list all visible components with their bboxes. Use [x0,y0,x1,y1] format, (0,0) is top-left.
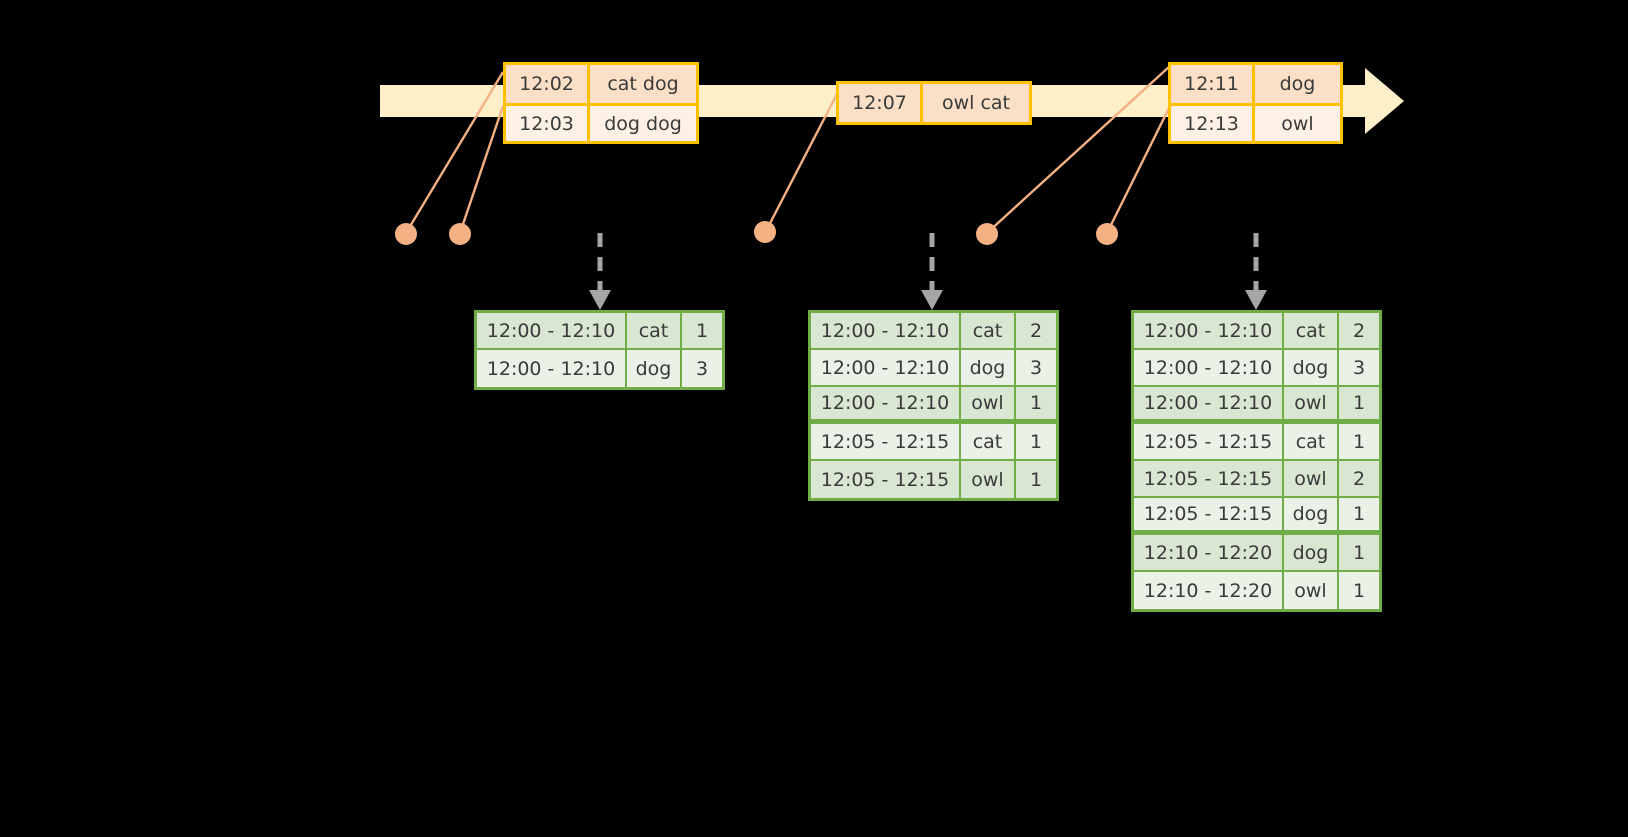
count-cell: 1 [1339,424,1379,459]
window-cell: 12:00 - 12:10 [1134,350,1284,385]
count-cell: 3 [1339,350,1379,385]
event-connector-lines [404,65,1172,234]
event-value: owl [1255,106,1340,141]
emit-arrows [597,233,1259,292]
event-dot-1213 [1096,223,1118,245]
event-dots [395,221,1118,245]
key-cell: cat [1284,424,1339,459]
count-cell: 1 [1339,572,1379,609]
key-cell: cat [961,424,1016,459]
count-cell: 2 [1339,313,1379,348]
event-dot-1203 [449,223,471,245]
window-cell: 12:10 - 12:20 [1134,572,1284,609]
key-cell: owl [961,387,1016,419]
key-cell: dog [1284,350,1339,385]
event-time: 12:03 [506,106,590,141]
key-cell: cat [627,313,682,348]
window-cell: 12:05 - 12:15 [811,424,961,459]
window-cell: 12:00 - 12:10 [477,313,627,348]
window-cell: 12:00 - 12:10 [1134,313,1284,348]
event-dot-1211 [976,223,998,245]
key-cell: owl [961,461,1016,498]
window-cell: 12:05 - 12:15 [1134,424,1284,459]
window-cell: 12:00 - 12:10 [477,350,627,387]
count-cell: 1 [1016,461,1056,498]
event-time: 12:07 [839,84,923,122]
event-time: 12:02 [506,65,590,103]
key-cell: dog [1284,498,1339,530]
key-cell: cat [1284,313,1339,348]
key-cell: owl [1284,572,1339,609]
count-cell: 1 [1016,424,1056,459]
window-cell: 12:05 - 12:15 [1134,498,1284,530]
count-cell: 2 [1016,313,1056,348]
window-cell: 12:00 - 12:10 [811,313,961,348]
count-cell: 3 [1016,350,1056,385]
window-cell: 12:00 - 12:10 [811,350,961,385]
key-cell: dog [627,350,682,387]
window-cell: 12:00 - 12:10 [1134,387,1284,419]
event-dot-1207 [754,221,776,243]
event-dot-1202-a [395,223,417,245]
count-cell: 3 [682,350,722,387]
event-time: 12:11 [1171,65,1255,103]
key-cell: owl [1284,387,1339,419]
event-value: dog [1255,65,1340,103]
event-value: dog dog [590,106,696,141]
emit-arrow-heads [589,290,1267,310]
key-cell: dog [961,350,1016,385]
event-value: cat dog [590,65,696,103]
window-cell: 12:05 - 12:15 [811,461,961,498]
key-cell: owl [1284,461,1339,496]
count-cell: 1 [1016,387,1056,419]
window-cell: 12:10 - 12:20 [1134,535,1284,570]
count-cell: 1 [1339,498,1379,530]
count-cell: 1 [1339,535,1379,570]
window-cell: 12:05 - 12:15 [1134,461,1284,496]
count-cell: 2 [1339,461,1379,496]
window-cell: 12:00 - 12:10 [811,387,961,419]
count-cell: 1 [682,313,722,348]
count-cell: 1 [1339,387,1379,419]
event-value: owl cat [923,84,1029,122]
event-time: 12:13 [1171,106,1255,141]
key-cell: dog [1284,535,1339,570]
key-cell: cat [961,313,1016,348]
